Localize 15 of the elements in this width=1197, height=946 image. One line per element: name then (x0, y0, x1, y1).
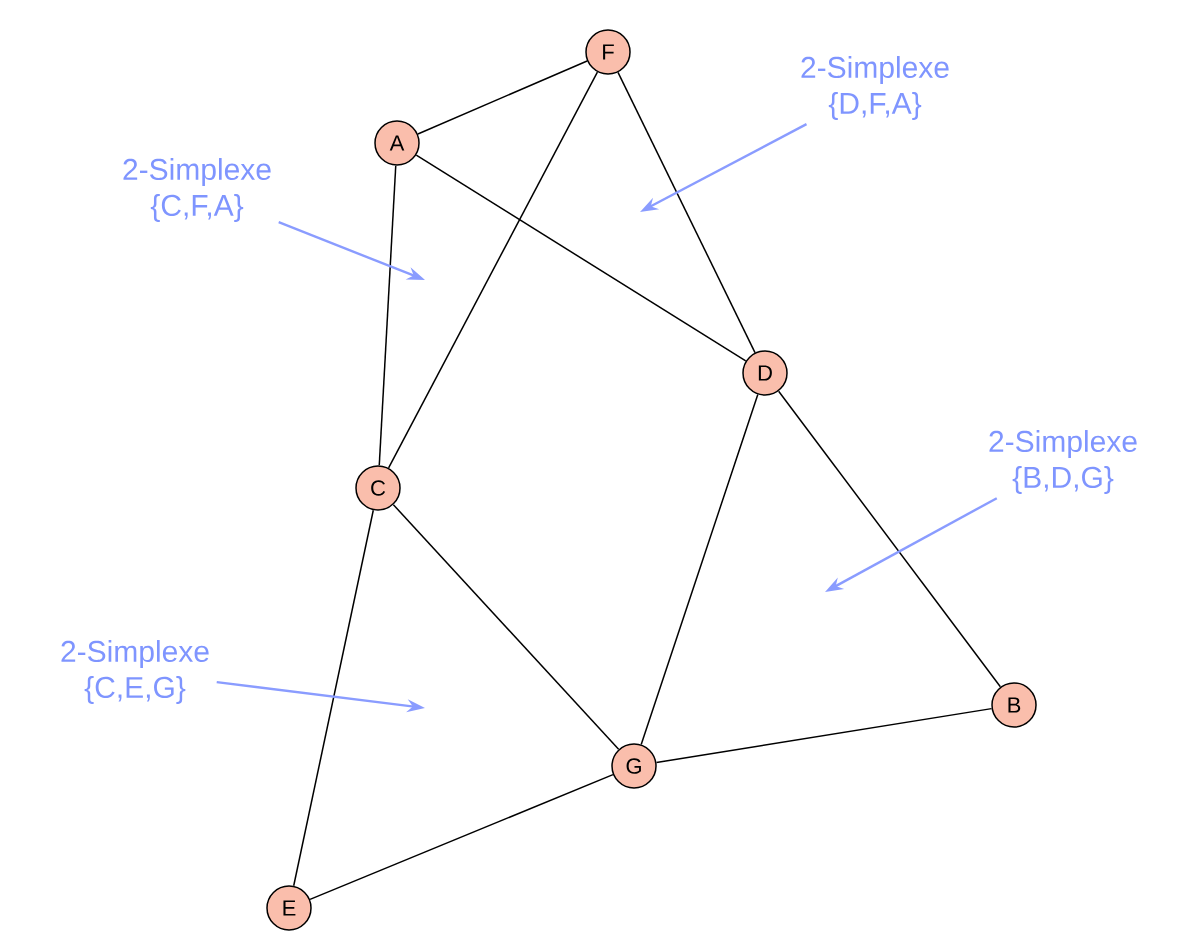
simplex-label: 2-Simplexe {B,D,G} (989, 430, 1137, 494)
edge-line (387, 71, 599, 469)
edge-line (392, 504, 620, 751)
edge-line (415, 154, 747, 362)
edge-line (655, 707, 993, 764)
edge-line (417, 60, 588, 135)
edge-line (640, 393, 759, 746)
edge-line (777, 390, 1002, 688)
simplex-label: 2-Simplexe {C,F,A} (123, 158, 271, 222)
edge-line (617, 71, 756, 354)
simplex-label: 2-Simplexe {C,E,G} (61, 640, 209, 704)
simplex-label: 2-Simplexe {D,F,A} (801, 56, 949, 120)
edge-line (309, 773, 614, 901)
edge-line (292, 509, 375, 887)
edge-line (378, 164, 397, 467)
